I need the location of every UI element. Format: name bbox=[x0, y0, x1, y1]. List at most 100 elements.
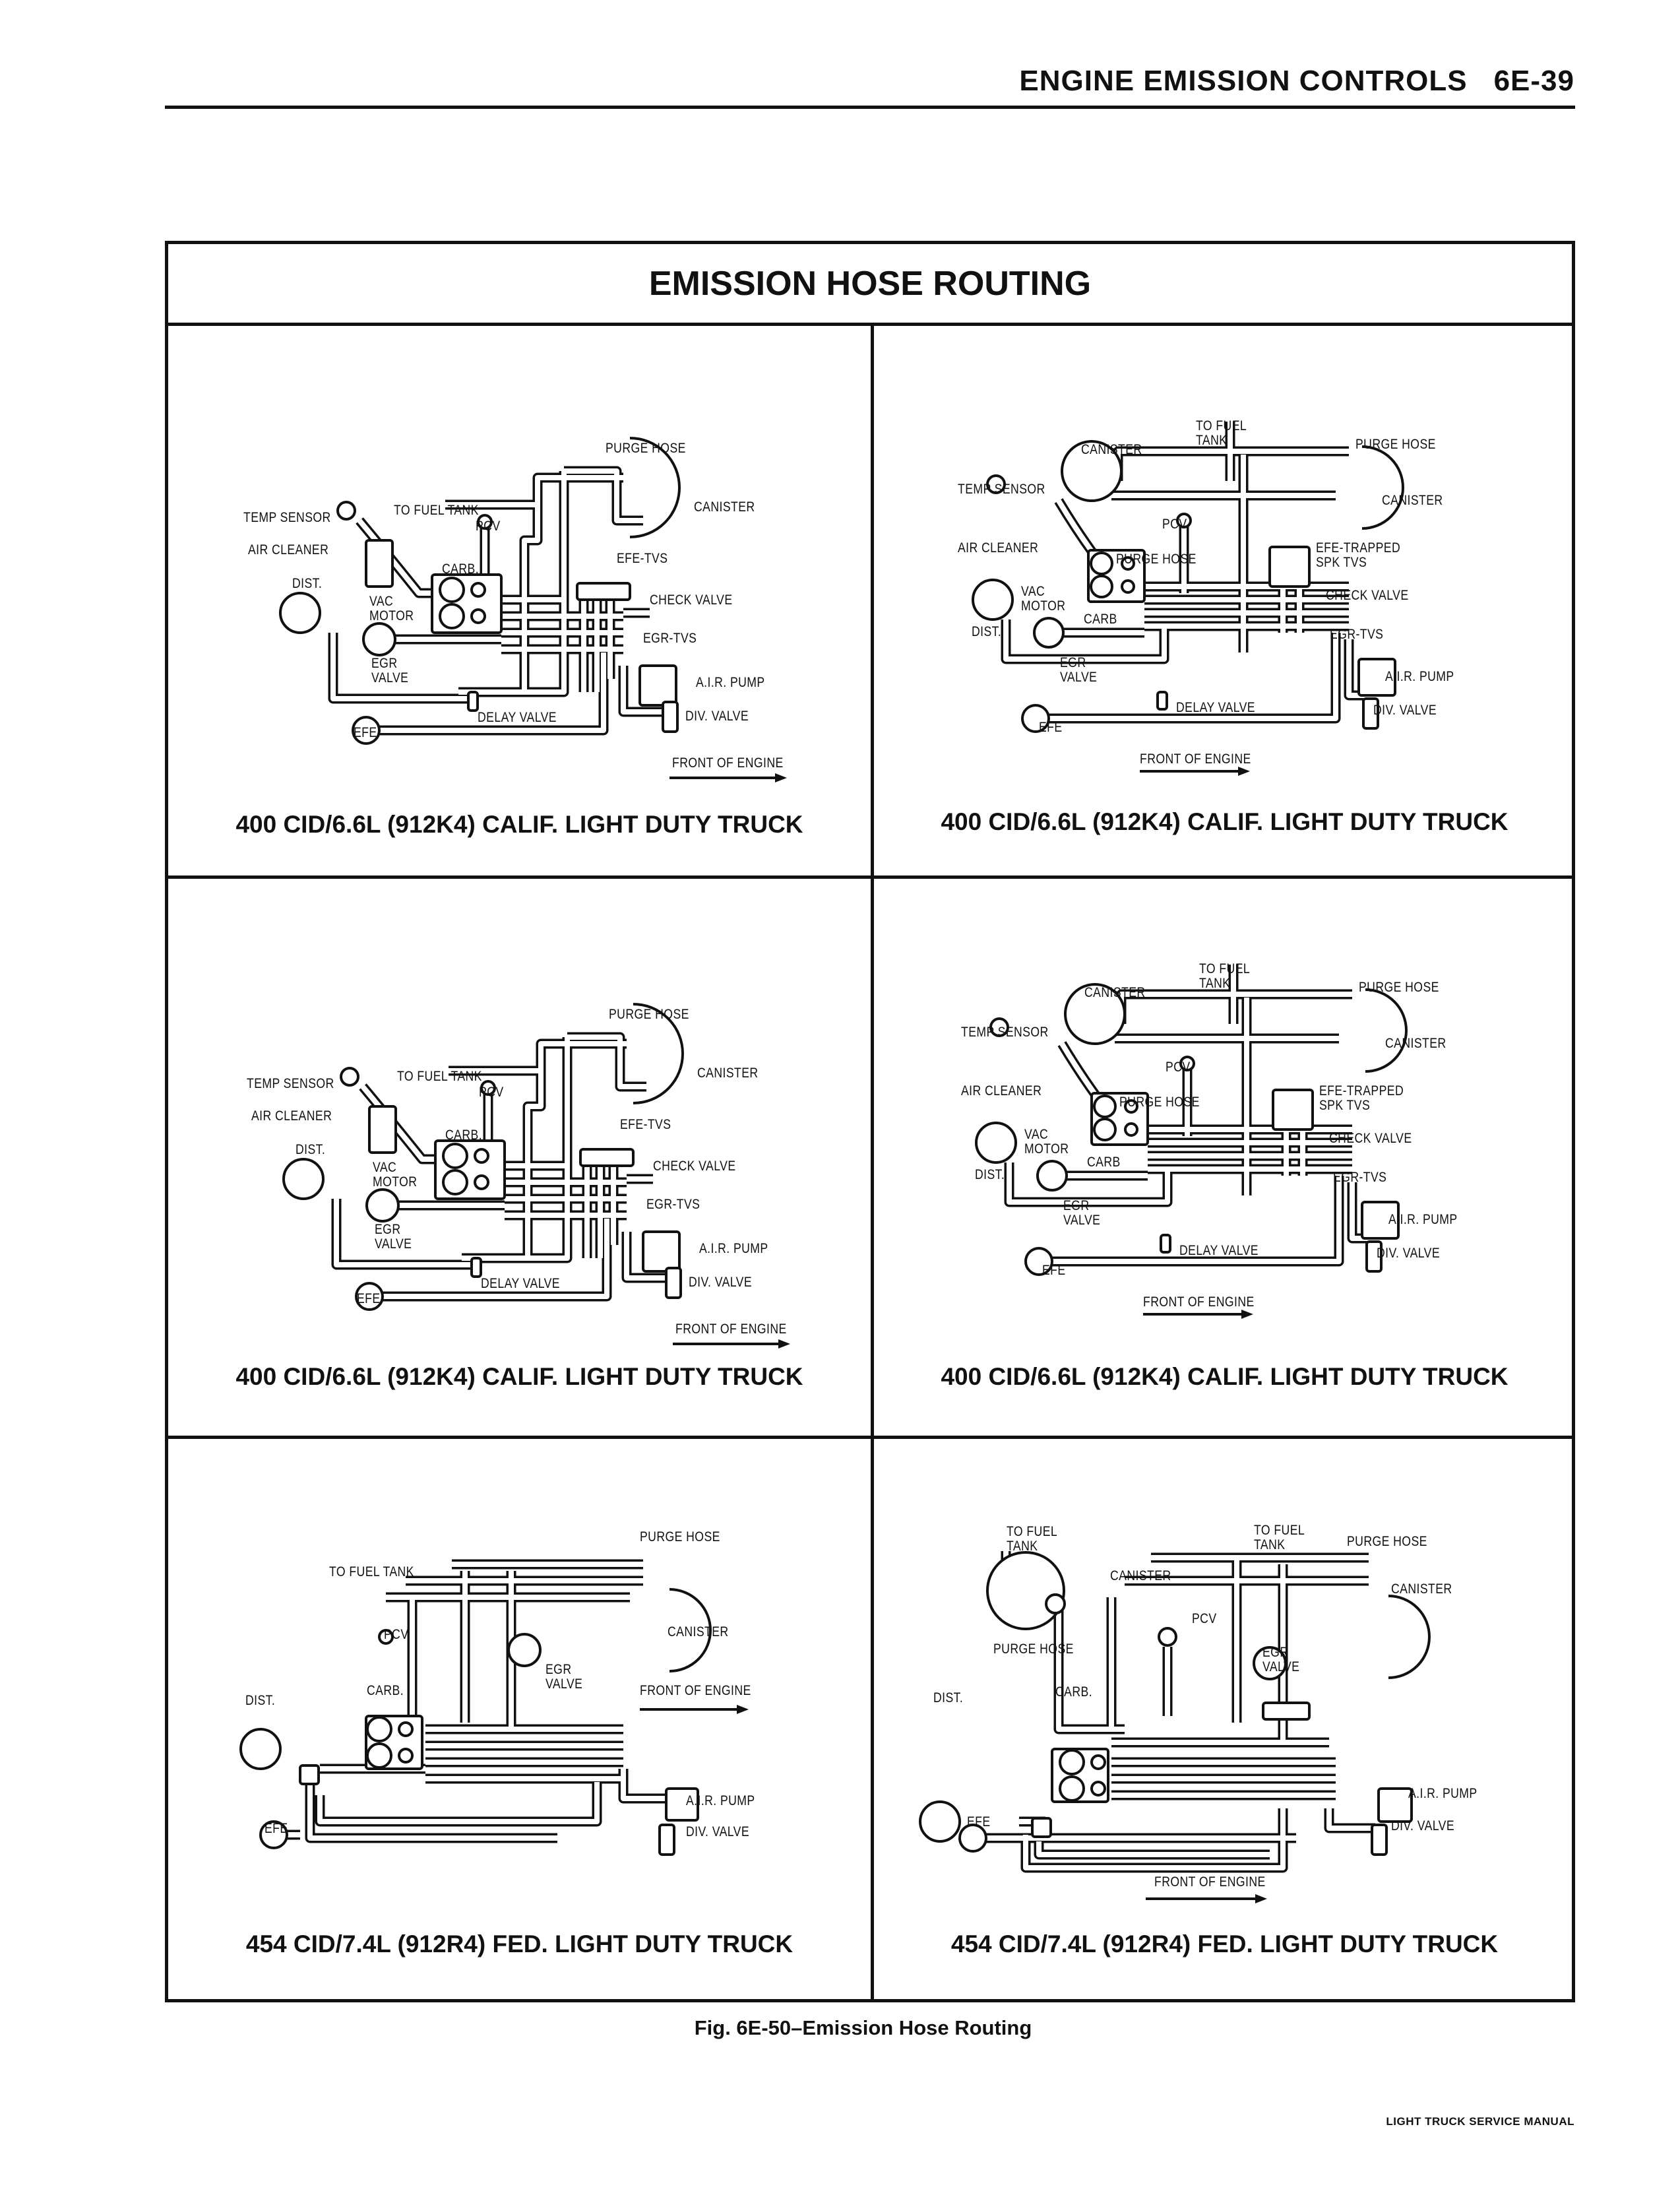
diagram-label: PCV bbox=[476, 519, 501, 534]
diagram-label: CANISTER bbox=[694, 499, 755, 515]
component-circle bbox=[365, 1188, 400, 1223]
component-circle bbox=[1059, 1749, 1085, 1775]
diagram-label: A.I.R. PUMP bbox=[696, 675, 765, 690]
diagram-label: VAC MOTOR bbox=[1021, 584, 1066, 614]
diagram-label: DIST. bbox=[292, 576, 323, 591]
hose bbox=[1049, 633, 1338, 721]
diagram-label: TO FUEL TANK bbox=[329, 1564, 414, 1579]
diagram-label: TO FUEL TANK bbox=[394, 503, 479, 518]
diagram-label: CANISTER bbox=[668, 1624, 729, 1639]
diagram-label: EGR VALVE bbox=[371, 656, 409, 685]
diagram-label: CANISTER bbox=[1081, 442, 1142, 457]
diagram-label: PURGE HOSE bbox=[609, 1007, 689, 1022]
hose-outline bbox=[315, 1782, 602, 1827]
component-circle bbox=[972, 579, 1014, 621]
component-circle bbox=[259, 1820, 288, 1849]
component-circle bbox=[1093, 1118, 1117, 1141]
component-body bbox=[642, 1230, 681, 1273]
diagram-label: DELAY VALVE bbox=[478, 710, 557, 725]
row-divider bbox=[168, 875, 1572, 879]
diagram-label: EFE-TVS bbox=[620, 1117, 671, 1132]
component-body bbox=[365, 539, 394, 588]
component-body bbox=[658, 1824, 675, 1856]
component-circle bbox=[362, 622, 396, 656]
front-arrow-icon bbox=[1255, 1894, 1267, 1903]
panel-caption: 454 CID/7.4L (912R4) FED. LIGHT DUTY TRU… bbox=[245, 1930, 793, 1957]
component-body bbox=[662, 701, 679, 733]
diagram-label: DIST. bbox=[933, 1690, 964, 1705]
diagram-label: VAC MOTOR bbox=[373, 1160, 418, 1190]
component-circle bbox=[398, 1721, 414, 1737]
diagram-label: CARB. bbox=[1055, 1684, 1093, 1700]
diagram-label: CHECK VALVE bbox=[1326, 588, 1409, 603]
hose bbox=[383, 1219, 609, 1299]
footer-manual-name: LIGHT TRUCK SERVICE MANUAL bbox=[1386, 2115, 1574, 2128]
diagram-label: PURGE HOSE bbox=[1347, 1534, 1427, 1549]
diagram-label: EFE bbox=[967, 1814, 991, 1829]
component-body bbox=[1357, 658, 1396, 697]
component-body bbox=[368, 1105, 397, 1154]
hose bbox=[567, 1034, 646, 1089]
hose-outline bbox=[1324, 1808, 1375, 1833]
diagram-label: PURGE HOSE bbox=[1355, 437, 1436, 452]
component-circle bbox=[1064, 983, 1126, 1045]
diagram-label: CARB bbox=[1084, 612, 1117, 627]
component-circle bbox=[1124, 1122, 1138, 1137]
component-body bbox=[1377, 1787, 1413, 1823]
component-circle bbox=[477, 514, 493, 530]
component-body bbox=[638, 664, 677, 707]
column-divider bbox=[871, 323, 874, 1999]
diagram-label: EGR-TVS bbox=[1330, 627, 1384, 642]
diagram-label: PCV bbox=[1162, 517, 1187, 532]
diagram-group bbox=[972, 422, 1404, 776]
diagram-label: EGR VALVE bbox=[375, 1222, 412, 1252]
component-circle bbox=[1121, 579, 1135, 594]
front-arrow-icon bbox=[775, 773, 787, 782]
diagram-label: EFE bbox=[357, 1291, 381, 1306]
canister-outline bbox=[633, 1003, 684, 1104]
component-body bbox=[1268, 546, 1311, 588]
component-body bbox=[1365, 1240, 1383, 1273]
hose-outline bbox=[305, 1782, 557, 1843]
canister-outline bbox=[1388, 1595, 1431, 1679]
component-circle bbox=[986, 1551, 1065, 1630]
component-circle bbox=[282, 1158, 325, 1200]
diagram-label: FRONT OF ENGINE bbox=[675, 1321, 787, 1337]
diagram-label: EGR VALVE bbox=[1063, 1198, 1101, 1228]
hose bbox=[1003, 620, 1167, 662]
component-circle bbox=[1036, 1160, 1068, 1192]
hose bbox=[564, 468, 643, 523]
diagram-label: TEMP SENSOR bbox=[243, 510, 331, 525]
component-circle bbox=[1090, 1754, 1106, 1770]
component-circle bbox=[279, 592, 321, 634]
diagram-label: A.I.R. PUMP bbox=[1385, 669, 1454, 684]
hose bbox=[462, 1163, 570, 1261]
component-body bbox=[1362, 697, 1379, 730]
component-circle bbox=[1021, 704, 1050, 733]
hose bbox=[458, 597, 567, 695]
component-body bbox=[1160, 1234, 1171, 1254]
component-circle bbox=[1124, 1099, 1138, 1114]
hose-routing-diagram bbox=[279, 437, 787, 782]
component-circle bbox=[474, 1174, 489, 1190]
component-circle bbox=[480, 1080, 496, 1096]
hose bbox=[307, 1782, 557, 1841]
component-circle bbox=[986, 474, 1006, 494]
diagram-label: EFE-TVS bbox=[617, 551, 668, 566]
hose bbox=[334, 1199, 472, 1267]
component-circle bbox=[470, 608, 486, 624]
front-arrow-icon bbox=[1238, 767, 1250, 776]
diagram-label: EFE bbox=[264, 1821, 288, 1836]
component-circle bbox=[439, 603, 465, 629]
component-body bbox=[1262, 1702, 1311, 1721]
hose bbox=[1056, 1604, 1125, 1732]
component-body bbox=[1361, 1201, 1400, 1240]
diagram-label: CARB bbox=[1087, 1155, 1121, 1170]
hose bbox=[522, 481, 540, 692]
component-circle bbox=[1024, 1247, 1053, 1276]
canister-outline bbox=[1365, 988, 1408, 1073]
diagram-label: TO FUEL TANK bbox=[1254, 1523, 1305, 1552]
